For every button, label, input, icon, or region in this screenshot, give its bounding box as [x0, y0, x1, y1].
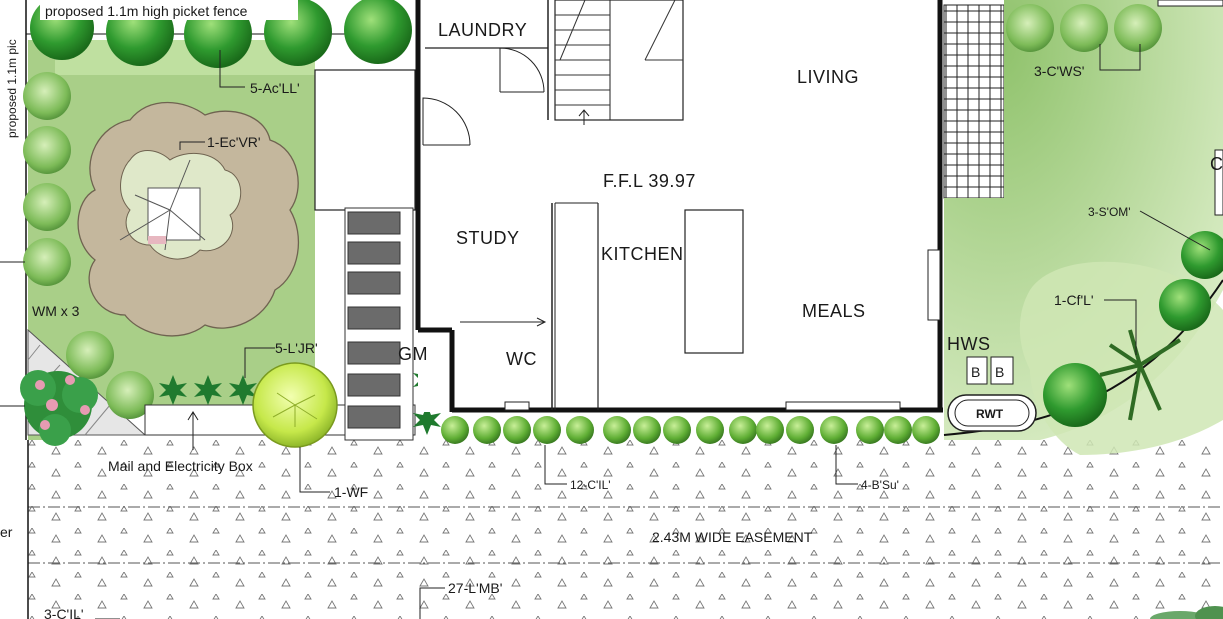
- label-5-ac-ll: 5-Ac'LL': [250, 80, 300, 96]
- leader-lines: [0, 44, 1211, 619]
- label-3-c-ws: 3-C'WS': [1034, 63, 1084, 79]
- hedge-c-il: [441, 416, 940, 444]
- hws-unit-b2: [990, 356, 1014, 385]
- label-edge-right: C: [1210, 154, 1223, 174]
- easement-area: [27, 440, 1223, 619]
- grasses-cws: [1006, 4, 1162, 52]
- rainwater-tank: [947, 394, 1037, 432]
- label-1-cf-l: 1-Cf'L': [1054, 292, 1094, 308]
- hws-unit-b1: [966, 356, 988, 385]
- shrubs-som: [1043, 231, 1223, 427]
- bottom-right-shrubs: [1150, 606, 1223, 619]
- label-3-c-il: 3-C'IL': [44, 606, 84, 619]
- room-laundry: LAUNDRY: [438, 20, 527, 40]
- room-living: LIVING: [797, 67, 859, 87]
- room-study: STUDY: [456, 228, 520, 248]
- flowering-shrub: [20, 370, 98, 446]
- label-b1: B: [971, 364, 980, 380]
- floor-level: F.F.L 39.97: [603, 171, 696, 191]
- fence-top-label: proposed 1.1m high picket fence: [45, 3, 248, 19]
- label-b2: B: [995, 364, 1004, 380]
- leader-cfl: [1104, 299, 1137, 355]
- label-easement: 2.43M WIDE EASEMENT: [652, 529, 813, 545]
- label-gm: GM: [398, 344, 428, 364]
- pink-marker: [148, 236, 166, 244]
- label-wm: WM x 3: [32, 303, 80, 319]
- room-kitchen: KITCHEN: [601, 244, 684, 264]
- room-meals: MEALS: [802, 301, 866, 321]
- entry-porch: [314, 69, 416, 211]
- tree-cfl-branches: [1099, 329, 1182, 421]
- left-grass-column: [23, 72, 154, 419]
- label-1-ec-vr: 1-Ec'VR': [207, 134, 261, 150]
- stepping-pavers: [344, 207, 414, 441]
- fence-label-bg: [40, 0, 298, 20]
- house-footprint: [415, 0, 943, 413]
- label-12-c-il: 12-C'IL': [570, 478, 611, 492]
- tree-ecvr-canopy: [147, 187, 201, 241]
- shrub-wf: [252, 362, 338, 448]
- label-1-wf: 1-WF: [334, 484, 368, 500]
- kitchen-island: [684, 209, 744, 354]
- label-4-b-su: 4-B'Su': [861, 478, 899, 492]
- label-5-l-jr: 5-L'JR': [275, 340, 318, 356]
- label-27-l-mb: 27-L'MB': [448, 580, 502, 596]
- room-wc: WC: [506, 349, 537, 369]
- fence-side-label: proposed 1.1m pic: [5, 39, 19, 138]
- label-hws: HWS: [947, 334, 991, 354]
- label-edge-left: er: [0, 524, 13, 540]
- label-rwt: RWT: [976, 407, 1004, 421]
- top-right-structure: [1157, 0, 1223, 7]
- grid-deck: [943, 4, 1005, 199]
- label-3-s-om: 3-S'OM': [1088, 205, 1131, 219]
- label-mail-box: Mail and Electricity Box: [108, 458, 253, 474]
